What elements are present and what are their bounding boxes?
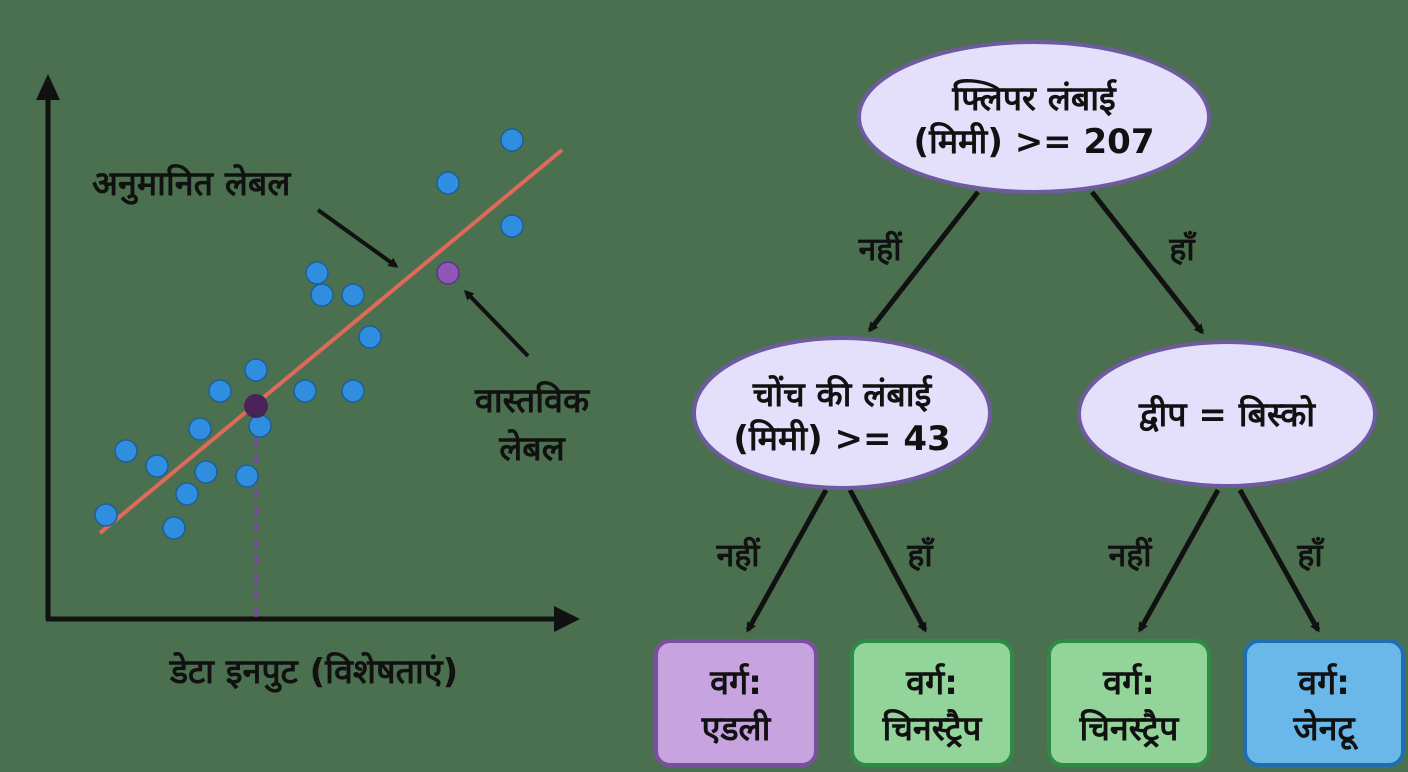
data-point — [175, 482, 199, 506]
actual-label-text-line2: लेबल — [498, 428, 566, 469]
leaf-class-name: जेनटू — [1292, 708, 1359, 751]
edge-left-to-adelie — [745, 488, 829, 633]
data-point — [436, 171, 460, 195]
data-point — [500, 214, 524, 238]
regression-panel: अनुमानित लेबल वास्तविक लेबल डेटा इनपुट (… — [36, 74, 591, 693]
leaf-gentoo: वर्ग: जेनटू — [1243, 639, 1405, 767]
data-point — [194, 460, 218, 484]
edge-label-yes: हाँ — [1296, 536, 1325, 574]
leaf-class-name: चिनस्ट्रैप — [1079, 708, 1181, 749]
edge-right-to-chinstrap — [1137, 488, 1221, 633]
predicted-label-arrow — [316, 208, 399, 268]
edge-label-no: नहीं — [715, 536, 761, 574]
predicted-label-text: अनुमानित लेबल — [92, 163, 292, 205]
regression-line — [98, 148, 564, 535]
edge-root-to-right — [1090, 190, 1204, 335]
leaf-adelie: वर्ग: एडली — [654, 639, 818, 767]
data-point — [293, 379, 317, 403]
leaf-class-prefix: वर्ग: — [709, 662, 762, 703]
data-point — [114, 439, 138, 463]
data-point — [248, 414, 272, 438]
edge-label-no: नहीं — [1107, 536, 1153, 574]
x-axis-label: डेटा इनपुट (विशेषताएं) — [169, 651, 458, 693]
data-point — [208, 379, 232, 403]
actual-label-arrow — [463, 289, 530, 358]
edge-label-no: नहीं — [857, 230, 903, 268]
decision-tree: नहीं हाँ नहीं हाँ नहीं हाँ फ्लिपर लंबाई … — [654, 40, 1405, 767]
data-point — [341, 283, 365, 307]
edge-right-to-gentoo — [1237, 488, 1321, 633]
data-point — [305, 261, 329, 285]
leaf-class-prefix: वर्ग: — [905, 662, 958, 703]
island-node: द्वीप = बिस्को — [1077, 340, 1377, 488]
data-point — [500, 128, 524, 152]
leaf-class-name: चिनस्ट्रैप — [882, 708, 984, 749]
predicted-point — [244, 394, 268, 418]
leaf-chinstrap-right: वर्ग: चिनस्ट्रैप — [1047, 639, 1211, 767]
root-node-line2: (मिमी) >= 207 — [914, 121, 1155, 162]
root-node: फ्लिपर लंबाई (मिमी) >= 207 — [857, 40, 1211, 194]
data-point — [145, 454, 169, 478]
data-point — [162, 516, 186, 540]
beak-length-node: चोंच की लंबाई (मिमी) >= 43 — [692, 336, 992, 490]
data-point — [188, 417, 212, 441]
island-node-text: द्वीप = बिस्को — [1138, 394, 1316, 435]
x-axis-arrowhead — [554, 606, 580, 632]
actual-label-point — [436, 261, 460, 285]
leaf-class-prefix: वर्ग: — [1297, 662, 1350, 703]
edge-label-yes: हाँ — [906, 536, 935, 574]
beak-node-line1: चोंच की लंबाई — [752, 374, 934, 415]
leaf-class-name: एडली — [701, 708, 772, 749]
root-node-line1: फ्लिपर लंबाई — [951, 78, 1118, 119]
data-point — [244, 358, 268, 382]
leaf-class-prefix: वर्ग: — [1102, 662, 1155, 703]
data-point — [94, 503, 118, 527]
data-points — [94, 128, 524, 540]
actual-label-text-line1: वास्तविक — [474, 380, 591, 421]
leaf-chinstrap-left: वर्ग: चिनस्ट्रैप — [850, 639, 1014, 767]
edge-root-to-left — [868, 190, 980, 333]
data-point — [310, 283, 334, 307]
y-axis-arrowhead — [36, 74, 60, 100]
edge-left-to-chinstrap — [847, 488, 928, 633]
edge-label-yes: हाँ — [1168, 230, 1197, 268]
data-point — [358, 325, 382, 349]
data-point — [341, 379, 365, 403]
data-point — [235, 464, 259, 488]
beak-node-line2: (मिमी) >= 43 — [733, 418, 950, 459]
